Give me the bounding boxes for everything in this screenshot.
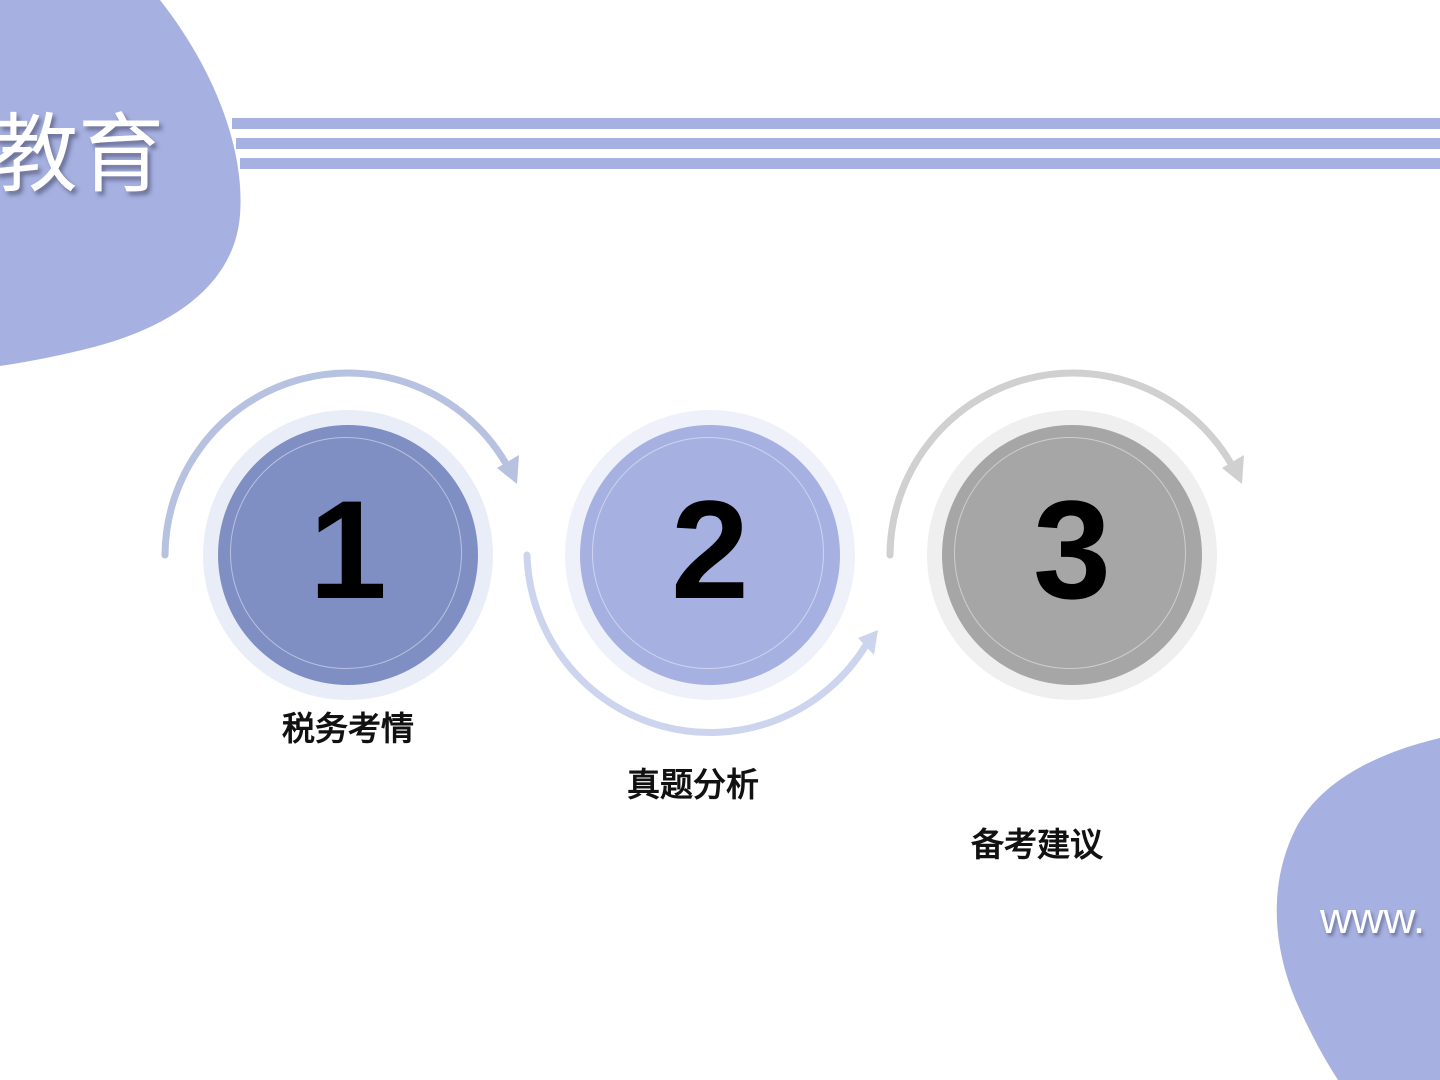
header-bar-1 — [232, 118, 1440, 129]
brand-url: www. — [1320, 894, 1426, 943]
brand-title: 教育 — [0, 105, 164, 205]
step-1-inner-ring — [230, 437, 462, 669]
step-2: 2 — [565, 410, 855, 700]
step-3-inner-ring — [954, 437, 1186, 669]
arrow-3-head — [1222, 455, 1244, 484]
header-bar-3 — [240, 158, 1440, 169]
arrow-1-arc — [161, 369, 509, 559]
step-2-number: 2 — [671, 471, 749, 628]
step-1: 1 — [203, 410, 493, 700]
arrow-2-arc — [523, 551, 870, 736]
step-3: 3 — [927, 410, 1217, 700]
step-3-number: 3 — [1033, 471, 1111, 628]
step-1-label: 税务考情 — [282, 709, 414, 748]
arrow-2-head — [858, 630, 878, 655]
step-3-label: 备考建议 — [971, 825, 1103, 864]
top-left-blob — [0, 0, 241, 366]
step-2-inner-ring — [592, 437, 824, 669]
step-1-number: 1 — [309, 471, 387, 628]
arrow-3-arc — [886, 369, 1234, 559]
step-2-label: 真题分析 — [627, 765, 759, 804]
arrow-1-head — [497, 455, 519, 484]
header-bar-2 — [236, 138, 1440, 149]
bottom-right-blob — [1276, 738, 1440, 1080]
